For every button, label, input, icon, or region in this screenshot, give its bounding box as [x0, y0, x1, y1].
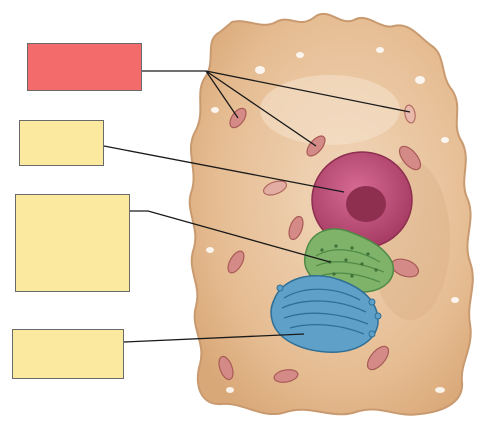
label-text-nucleus: [20, 121, 103, 165]
label-text-golgi: [13, 330, 123, 378]
label-box-rough-er[interactable]: [15, 194, 130, 292]
label-box-nucleus[interactable]: [19, 120, 104, 166]
label-box-golgi[interactable]: [12, 329, 124, 379]
label-text-rough-er: [16, 195, 129, 291]
label-box-mitochondria[interactable]: [27, 43, 142, 91]
nucleolus: [346, 186, 386, 222]
label-text-mitochondria: [28, 44, 141, 90]
